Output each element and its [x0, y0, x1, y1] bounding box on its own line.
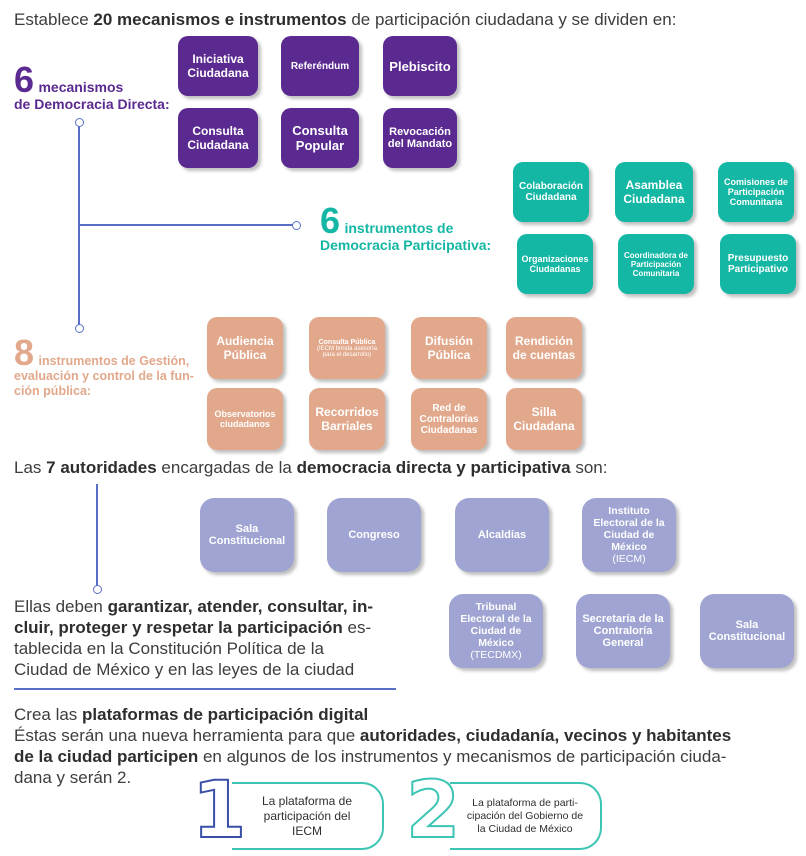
intro-pre: Establece: [14, 10, 94, 29]
intro-text: Establece 20 mecanismos e instrumentos d…: [14, 9, 676, 30]
direct-label2: de Democracia Directa:: [14, 96, 170, 112]
digital-line2-bold: autoridades, ciudadanía, vecinos y habit…: [359, 726, 732, 745]
iecm-name: Instituto Electoral de la Ciudad de Méxi…: [593, 505, 665, 553]
instrument-consulta-publica: Consulta Pública (IECM brinda asesoría p…: [309, 317, 385, 379]
authorities-bold1: 7 autoridades: [46, 458, 157, 477]
intro-post: de participación ciudadana y se dividen …: [346, 10, 677, 29]
digital-line4: dana y serán 2.: [14, 768, 132, 787]
duties-pre: Ellas deben: [14, 597, 108, 616]
authority-alcaldias: Alcaldías: [455, 498, 549, 572]
platform-1-text: La plataforma de participación del IECM: [261, 793, 353, 838]
consulta-publica-note: (IECM brinda asesoría para el desarrollo…: [316, 345, 378, 358]
authority-tecdmx: Tribunal Electoral de la Ciudad de Méxic…: [449, 594, 543, 668]
authorities-post: son:: [570, 458, 608, 477]
duties-line4: Ciudad de México y en las leyes de la ci…: [14, 660, 355, 679]
authority-congreso: Congreso: [327, 498, 421, 572]
management-label: 8 instrumentos de Gestión, evaluación y …: [14, 335, 209, 399]
digital-line3-bold: de la ciudad participen: [14, 747, 199, 766]
consulta-publica-title: Consulta Pública: [318, 338, 376, 346]
instrument-presupuesto-participativo: Presupuesto Participativo: [720, 234, 796, 294]
instrument-asamblea-ciudadana: Asamblea Ciudadana: [615, 162, 693, 222]
authorities-pre: Las: [14, 458, 47, 477]
mechanism-revocacion-mandato: Revocación del Mandato: [383, 108, 457, 168]
authorities-bold2: democracia directa y participativa: [296, 458, 571, 477]
instrument-red-contralorias: Red de Contralorías Ciudadanas: [411, 388, 487, 450]
digital-line3-post: en algunos de los instrumentos y mecanis…: [198, 747, 727, 766]
direct-label1: mecanismos: [38, 79, 124, 95]
authority-contraloria-general: Secretaría de la Contraloría General: [576, 594, 670, 668]
platform-2-text: La plataforma de parti- cipación del Gob…: [466, 796, 584, 835]
instrument-silla-ciudadana: Silla Ciudadana: [506, 388, 582, 450]
management-label3: ción pública:: [14, 384, 92, 398]
connector-horizontal: [78, 224, 293, 226]
instrument-rendicion-cuentas: Rendición de cuentas: [506, 317, 582, 379]
management-number: 8: [14, 332, 35, 373]
authority-sala-constitucional: Sala Constitucional: [200, 498, 294, 572]
participative-label: 6 instrumentos de Democracia Participati…: [320, 200, 492, 254]
duties-post1: es-: [342, 618, 372, 637]
duties-bold1: garantizar, atender, consultar, in-: [107, 597, 374, 616]
tecdmx-name: Tribunal Electoral de la Ciudad de Méxic…: [460, 601, 532, 649]
duties-bold2: cluir, proteger y respetar la participac…: [14, 618, 343, 637]
participative-number: 6: [320, 200, 341, 241]
mechanism-iniciativa-ciudadana: Iniciativa Ciudadana: [178, 36, 258, 96]
instrument-recorridos-barriales: Recorridos Barriales: [309, 388, 385, 450]
management-label1: instrumentos de Gestión,: [38, 354, 190, 368]
duties-line3: tablecida en la Constitución Política de…: [14, 639, 324, 658]
authority-sala-constitucional-2: Sala Constitucional: [700, 594, 794, 668]
mechanism-consulta-popular: Consulta Popular: [281, 108, 359, 168]
authorities-mid: encargadas de la: [156, 458, 297, 477]
participative-label1: instrumentos de: [344, 220, 454, 236]
instrument-observatorios-ciudadanos: Observatorios ciudadanos: [207, 388, 283, 450]
authority-iecm: Instituto Electoral de la Ciudad de Méxi…: [582, 498, 676, 572]
mechanism-referendum: Referéndum: [281, 36, 359, 96]
instrument-coordinadora-participacion: Coordinadora de Participación Comunitari…: [618, 234, 694, 294]
authorities-connector-dot: [93, 585, 102, 594]
instrument-audiencia-publica: Audiencia Pública: [207, 317, 283, 379]
digital-pre: Crea las: [14, 705, 83, 724]
connector-dot-right: [292, 221, 301, 230]
instrument-colaboracion-ciudadana: Colaboración Ciudadana: [513, 162, 589, 222]
management-label2: evaluación y control de la fun-: [14, 369, 194, 383]
tecdmx-acronym: (TECDMX): [470, 649, 522, 661]
mechanism-consulta-ciudadana: Consulta Ciudadana: [178, 108, 258, 168]
digital-bold: plataformas de participación digital: [82, 705, 369, 724]
participative-label2: Democracia Participativa:: [320, 237, 492, 253]
instrument-difusion-publica: Difusión Pública: [411, 317, 487, 379]
mechanism-plebiscito: Plebiscito: [383, 36, 457, 96]
connector-dot-top: [75, 118, 84, 127]
instrument-organizaciones-ciudadanas: Organizaciones Ciudadanas: [517, 234, 593, 294]
direct-label: 6 mecanismos de Democracia Directa:: [14, 59, 170, 113]
platform-2-box: La plataforma de parti- cipación del Gob…: [450, 782, 602, 850]
authorities-connector: [96, 484, 98, 588]
duties-paragraph: Ellas deben garantizar, atender, consult…: [14, 596, 404, 680]
iecm-acronym: (IECM): [612, 553, 646, 565]
instrument-comisiones-participacion: Comisiones de Participación Comunitaria: [718, 162, 794, 222]
authorities-text: Las 7 autoridades encargadas de la democ…: [14, 457, 607, 478]
connector-dot-bottom: [75, 324, 84, 333]
digital-paragraph: Crea las plataformas de participación di…: [14, 704, 804, 788]
connector-vertical: [78, 122, 80, 330]
digital-line2-pre: Éstas serán una nueva herramienta para q…: [14, 726, 360, 745]
intro-bold: 20 mecanismos e instrumentos: [93, 10, 347, 29]
platform-1-box: La plataforma de participación del IECM: [232, 782, 384, 850]
direct-number: 6: [14, 59, 35, 100]
section-divider: [14, 688, 396, 690]
